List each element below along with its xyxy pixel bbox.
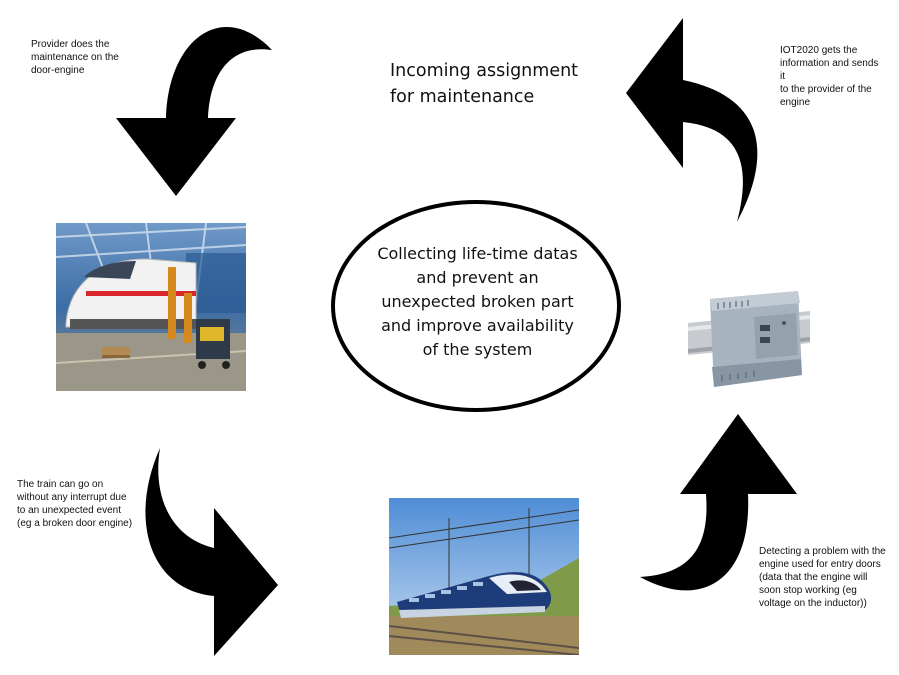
incoming-assignment-heading: Incoming assignment for maintenance — [390, 61, 579, 107]
note-detecting-problem: Detecting a problem with the engine used… — [759, 546, 886, 609]
note-iot-sends-info: IOT2020 gets the information and sends i… — [780, 45, 879, 108]
note-provider-maintenance: Provider does the maintenance on the doo… — [31, 39, 119, 76]
high-speed-train-photo — [389, 498, 579, 655]
note-train-continues: The train can go on without any interrup… — [17, 479, 133, 529]
arrow-top-right — [626, 18, 758, 222]
iot2020-gateway-device-photo — [688, 283, 810, 391]
arrow-bottom-right — [640, 414, 797, 591]
arrow-top-left — [116, 27, 272, 196]
arrow-bottom-left — [145, 448, 278, 656]
center-text: Collecting life-time datas and prevent a… — [377, 244, 578, 359]
train-maintenance-workshop-photo — [56, 223, 246, 391]
center-ellipse — [331, 200, 621, 412]
